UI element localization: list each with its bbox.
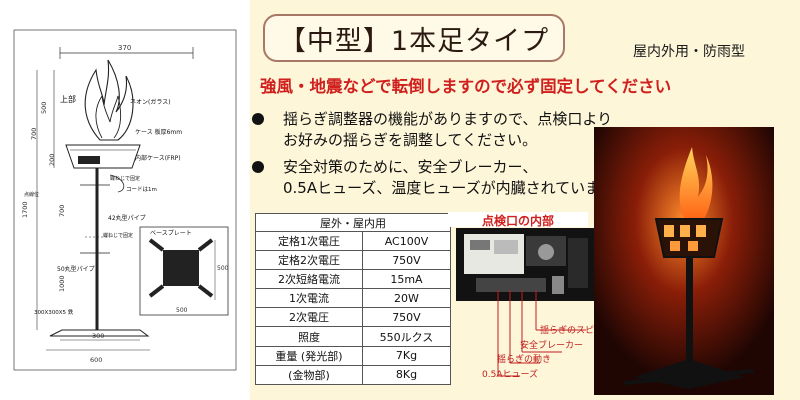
case-label: ケース 板厚6mm	[135, 128, 182, 136]
row-value: 20W	[361, 288, 452, 309]
row-value: 8Kg	[361, 364, 452, 385]
dim-300-label: 300	[92, 332, 104, 340]
row-value: 550ルクス	[361, 326, 452, 347]
dim-600-label: 600	[90, 356, 102, 364]
page-title: 【中型】1本足タイプ	[263, 14, 565, 62]
pipe50-label: 50丸型パイプ	[57, 265, 95, 273]
plate-dim-500: 500	[217, 265, 229, 272]
row-value: 7Kg	[361, 345, 452, 366]
page-subtitle: 屋内外用・防雨型	[633, 44, 745, 60]
lamp-photo	[594, 127, 774, 395]
pipe42-label: 42丸型パイプ	[108, 214, 146, 222]
warning-text: 強風・地震などで転倒しますので必ず固定してください	[260, 77, 672, 96]
dim-top-label: 370	[118, 44, 131, 52]
neon-label: ネオン(ガラス)	[130, 98, 171, 106]
bullet-1-line-2: お好みの揺らぎを調整してください。	[283, 131, 538, 149]
dim-200-label: 200	[48, 154, 56, 166]
callout-lines	[497, 290, 586, 377]
dim-700b-label: 700	[58, 205, 66, 217]
table-row: 重量 (発光部)7Kg	[255, 345, 452, 366]
bullet-1-line-1: 揺らぎ調整器の機能がありますので、点検口より	[283, 110, 613, 128]
inspection-photo	[456, 228, 594, 301]
cord-label: コードは1m	[126, 186, 157, 193]
table-header-row: 屋外・屋内用	[255, 213, 451, 232]
row-label: 定格1次電圧	[255, 230, 363, 252]
row-label: 1次電流	[255, 288, 363, 309]
screw-label: 蝶ねじで固定	[110, 175, 140, 182]
inspection-title: 点検口の内部	[448, 212, 588, 228]
inner-case-label: 内部ケース(FRP)	[135, 154, 181, 162]
row-label: 重量 (発光部)	[255, 345, 363, 366]
row-label: 定格2次電圧	[255, 250, 363, 271]
dim-1000-label: 1000	[58, 275, 66, 292]
callout-fuse: 0.5Aヒューズ	[482, 370, 539, 380]
top-label: 上部	[60, 94, 76, 104]
technical-drawing: 370 500 700 200 1700 700 1000 300 600 上部…	[0, 0, 250, 400]
table-header: 屋外・屋内用	[255, 213, 451, 232]
screw-label-2: 蝶ねじで固定	[103, 232, 133, 239]
row-label: 2次電圧	[255, 307, 363, 328]
base-size-label: 300X300X5 鉄	[34, 308, 74, 316]
row-value: AC100V	[361, 230, 452, 252]
plate-dim-500b: 500	[176, 307, 188, 314]
row-value: 750V	[361, 250, 452, 271]
base-plate-label: ベースプレート	[150, 230, 192, 237]
callout-motion: 揺らぎの動き	[497, 355, 552, 365]
row-label: 照度	[255, 326, 363, 347]
small-label: 点線位	[24, 191, 39, 198]
dim-700-label: 700	[30, 128, 38, 140]
bullet-2-line-2: 0.5Aヒューズ、温度ヒューズが内臓されています。	[283, 179, 629, 197]
dim-1700-label: 1700	[21, 201, 29, 218]
bullet-1: 揺らぎ調整器の機能がありますので、点検口より お好みの揺らぎを調整してください。	[252, 109, 612, 151]
callout-speed: 揺らぎのスピード	[540, 326, 613, 336]
callout-breaker: 安全ブレーカー	[520, 341, 584, 351]
bullet-icon	[252, 161, 264, 173]
dim-500-label: 500	[40, 102, 48, 114]
inspection-photo-art	[456, 228, 594, 301]
bullet-2: 安全対策のために、安全ブレーカー、 0.5Aヒューズ、温度ヒューズが内臓されてい…	[252, 157, 629, 199]
row-value: 15mA	[361, 269, 452, 290]
row-value: 750V	[361, 307, 452, 328]
table-row: (金物部)8Kg	[255, 364, 452, 385]
bullet-2-line-1: 安全対策のために、安全ブレーカー、	[283, 158, 538, 176]
bullet-icon	[252, 113, 264, 125]
row-label: 2次短絡電流	[255, 269, 363, 290]
row-label: (金物部)	[255, 364, 363, 385]
lamp-photo-art	[594, 127, 774, 395]
